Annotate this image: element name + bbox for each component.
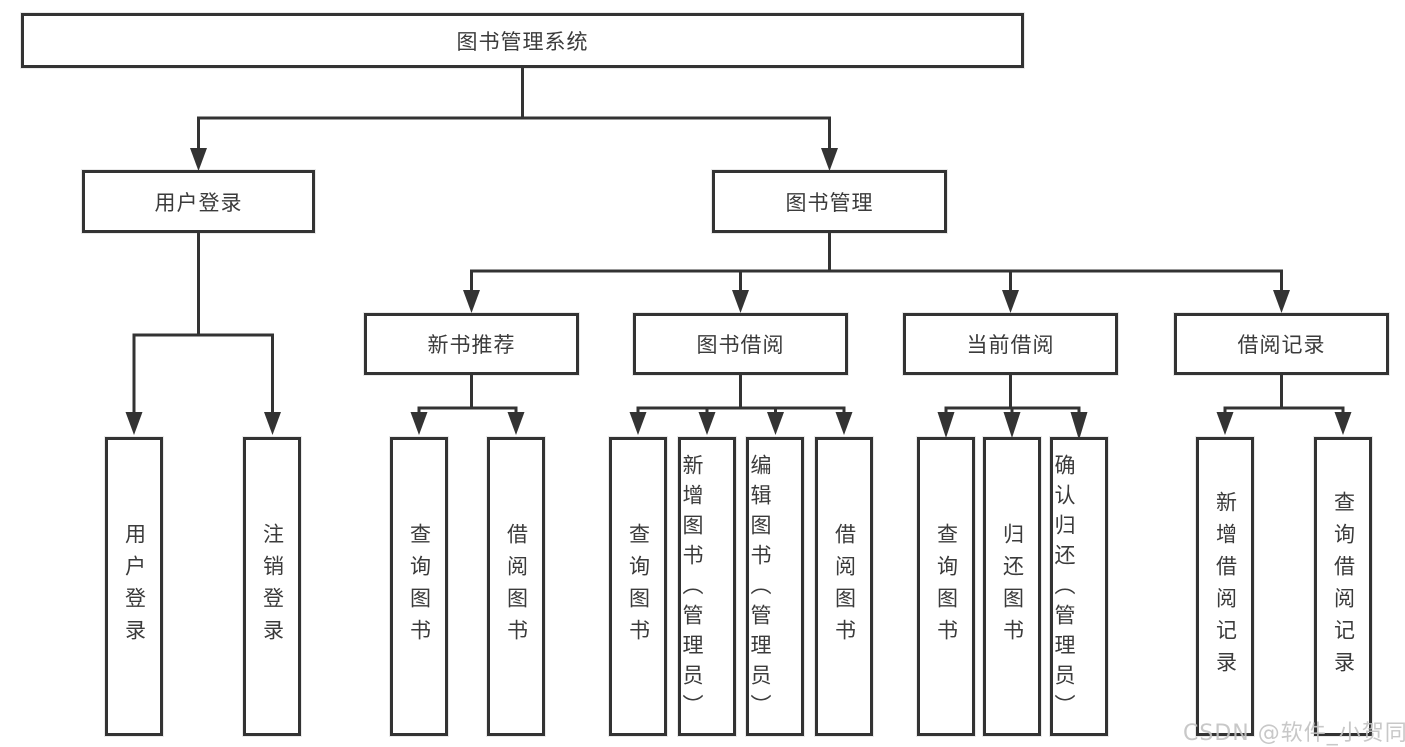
node-root: 图书管理系统 [21, 13, 1024, 68]
leaf-query-books-current: 查询图书 [917, 437, 975, 736]
leaf-borrow-books: 借阅图书 [815, 437, 873, 736]
leaf-query-borrow-record-label: 查询借阅记录 [1331, 490, 1356, 683]
leaf-query-books-current-label: 查询图书 [934, 522, 959, 651]
node-book-management: 图书管理 [712, 170, 947, 233]
leaf-add-borrow-record-label: 新增借阅记录 [1213, 490, 1238, 683]
arrowheads [125, 148, 1352, 440]
leaf-user-login: 用户登录 [105, 437, 163, 736]
connector-book-borrow [636, 375, 846, 415]
node-new-book-recommend-label: 新书推荐 [427, 333, 516, 357]
leaf-query-books-recommend-label: 查询图书 [407, 522, 432, 651]
connector-borrow-records [1223, 375, 1345, 415]
connector-current-borrow [944, 375, 1081, 415]
connector-root [197, 68, 831, 150]
connector-user-login [132, 233, 274, 415]
leaf-add-borrow-record: 新增借阅记录 [1196, 437, 1254, 736]
node-user-login: 用户登录 [82, 170, 315, 233]
leaf-return-book: 归还图书 [983, 437, 1041, 736]
leaf-edit-book-admin: 编辑图书（管理员） [746, 437, 804, 736]
node-borrow-records: 借阅记录 [1174, 313, 1389, 375]
node-book-management-label: 图书管理 [785, 190, 874, 215]
leaf-return-book-label: 归还图书 [1000, 522, 1025, 651]
leaf-add-book-admin: 新增图书（管理员） [678, 437, 736, 736]
leaf-query-books-borrow: 查询图书 [609, 437, 667, 736]
leaf-borrow-books-recommend: 借阅图书 [487, 437, 545, 736]
leaf-borrow-books-recommend-label: 借阅图书 [504, 522, 529, 651]
node-current-borrow-label: 当前借阅 [966, 333, 1055, 357]
watermark-text: CSDN @软件_小贺同学 [1183, 721, 1405, 746]
node-user-login-label: 用户登录 [154, 190, 243, 215]
leaf-confirm-return-admin-label: 确认归还（管理员） [1052, 454, 1076, 724]
leaf-query-borrow-record: 查询借阅记录 [1314, 437, 1372, 736]
node-current-borrow: 当前借阅 [903, 313, 1118, 375]
node-root-label: 图书管理系统 [456, 29, 589, 54]
leaf-confirm-return-admin: 确认归还（管理员） [1050, 437, 1108, 736]
leaf-query-books-recommend: 查询图书 [390, 437, 448, 736]
leaf-query-books-borrow-label: 查询图书 [626, 522, 651, 651]
connector-book-management [470, 233, 1283, 292]
leaf-borrow-books-label: 借阅图书 [832, 522, 857, 651]
leaf-logout: 注销登录 [243, 437, 301, 736]
node-book-borrow-label: 图书借阅 [696, 333, 785, 357]
leaf-logout-label: 注销登录 [260, 522, 285, 651]
leaf-add-book-admin-label: 新增图书（管理员） [680, 454, 704, 724]
node-new-book-recommend: 新书推荐 [364, 313, 579, 375]
leaf-edit-book-admin-label: 编辑图书（管理员） [748, 454, 772, 724]
leaf-user-login-label: 用户登录 [122, 522, 147, 651]
node-borrow-records-label: 借阅记录 [1237, 333, 1326, 357]
node-book-borrow: 图书借阅 [633, 313, 848, 375]
connector-new-book [417, 375, 518, 415]
